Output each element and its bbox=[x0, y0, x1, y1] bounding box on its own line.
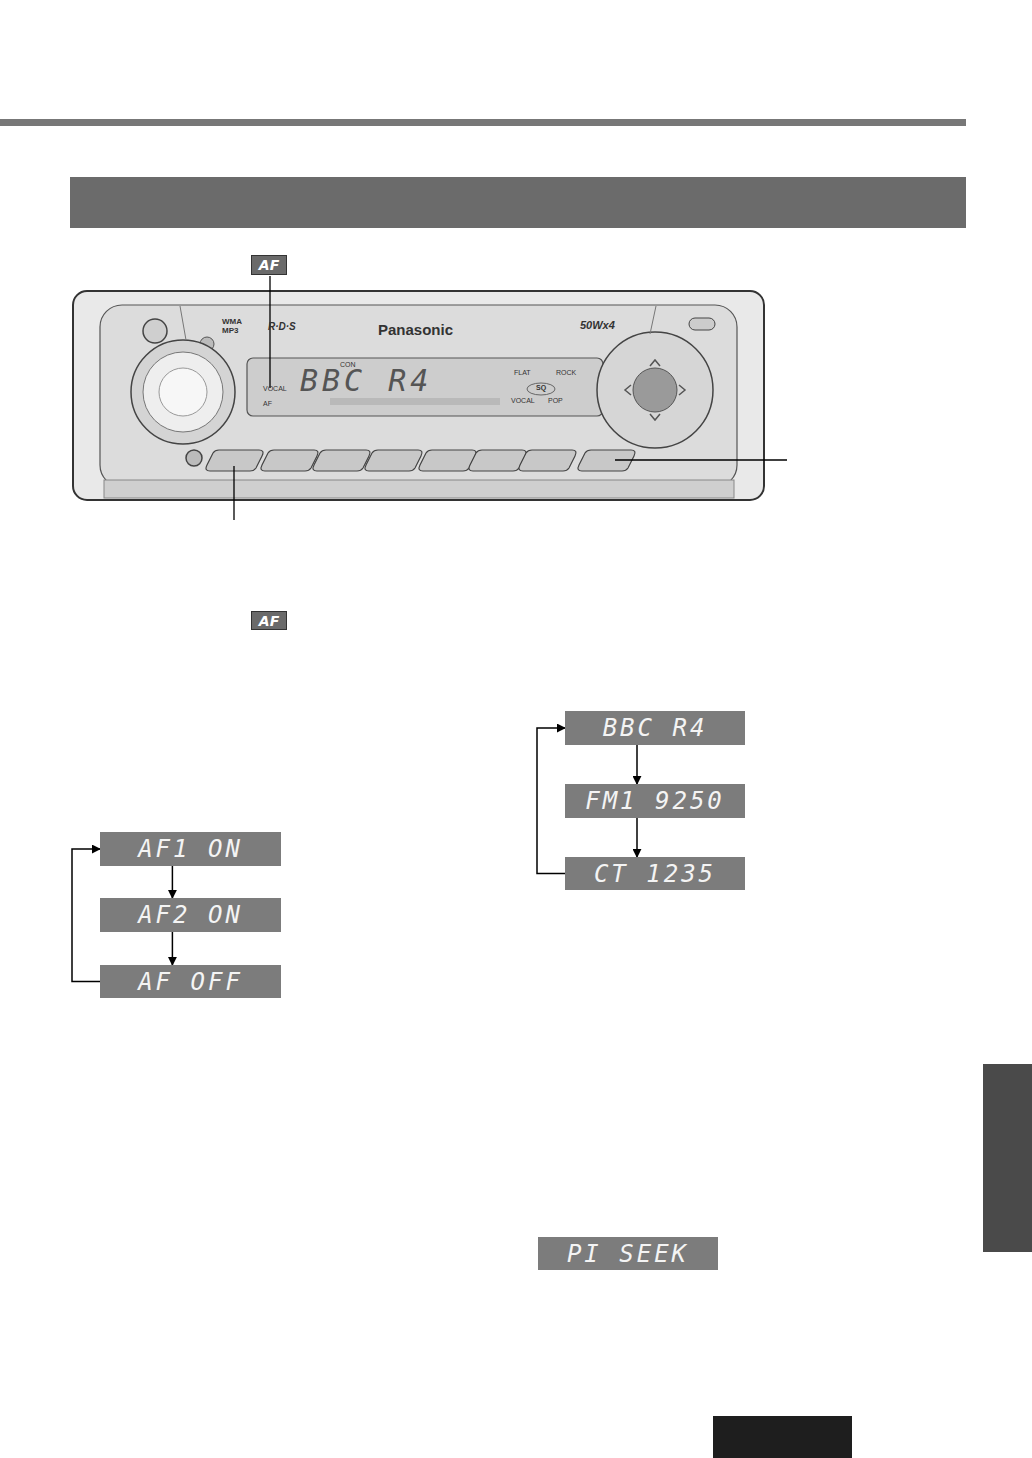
device-marking: MP3 bbox=[222, 327, 238, 335]
display-readout: BBC R4 bbox=[565, 711, 745, 745]
device-marking: VOCAL bbox=[263, 385, 287, 392]
side-tab bbox=[983, 1064, 1032, 1252]
leader-line bbox=[233, 466, 234, 520]
leader-line bbox=[269, 276, 270, 388]
af-indicator: AF bbox=[251, 611, 287, 630]
device-marking: FLAT bbox=[514, 369, 531, 376]
display-readout: AF OFF bbox=[100, 965, 281, 998]
display-text: AF bbox=[259, 257, 279, 273]
flow-arrow bbox=[636, 818, 638, 857]
device-marking: WMA bbox=[222, 318, 242, 326]
display-readout: CT 1235 bbox=[565, 857, 745, 890]
display-readout: FM1 9250 bbox=[565, 784, 745, 818]
flow-arrow bbox=[636, 745, 638, 784]
display-readout: AF1 ON bbox=[100, 832, 281, 866]
heading-bar bbox=[70, 177, 966, 228]
display-text: BBC R4 bbox=[603, 714, 708, 742]
display-text: BBC R4 bbox=[300, 366, 432, 396]
display-readout: PI SEEK bbox=[538, 1237, 718, 1270]
car-stereo bbox=[73, 291, 764, 500]
device-marking: ROCK bbox=[556, 369, 576, 376]
device-marking: POP bbox=[548, 397, 563, 404]
display-text: AF OFF bbox=[138, 968, 243, 996]
display-text: PI SEEK bbox=[567, 1240, 689, 1268]
display-text: AF2 ON bbox=[138, 901, 243, 929]
display-text: AF bbox=[259, 613, 279, 629]
rule-bar bbox=[0, 119, 966, 126]
device-marking: AF bbox=[263, 400, 272, 407]
device-marking: Panasonic bbox=[378, 322, 453, 337]
display-readout: AF2 ON bbox=[100, 898, 281, 932]
device-marking: VOCAL bbox=[511, 397, 535, 404]
device-marking: 50Wx4 bbox=[580, 320, 615, 331]
flow-arrow bbox=[172, 866, 174, 898]
device-marking: R·D·S bbox=[268, 322, 296, 332]
af-indicator: AF bbox=[251, 255, 287, 275]
display-text: AF1 ON bbox=[138, 835, 243, 863]
device-marking: SQ bbox=[536, 384, 546, 391]
leader-line bbox=[615, 459, 787, 460]
display-text: CT 1235 bbox=[594, 860, 716, 888]
flow-arrow bbox=[537, 728, 565, 874]
page-tab bbox=[713, 1416, 852, 1458]
flow-arrow bbox=[72, 849, 100, 982]
display-text: FM1 9250 bbox=[585, 787, 725, 815]
flow-arrow bbox=[172, 932, 174, 965]
